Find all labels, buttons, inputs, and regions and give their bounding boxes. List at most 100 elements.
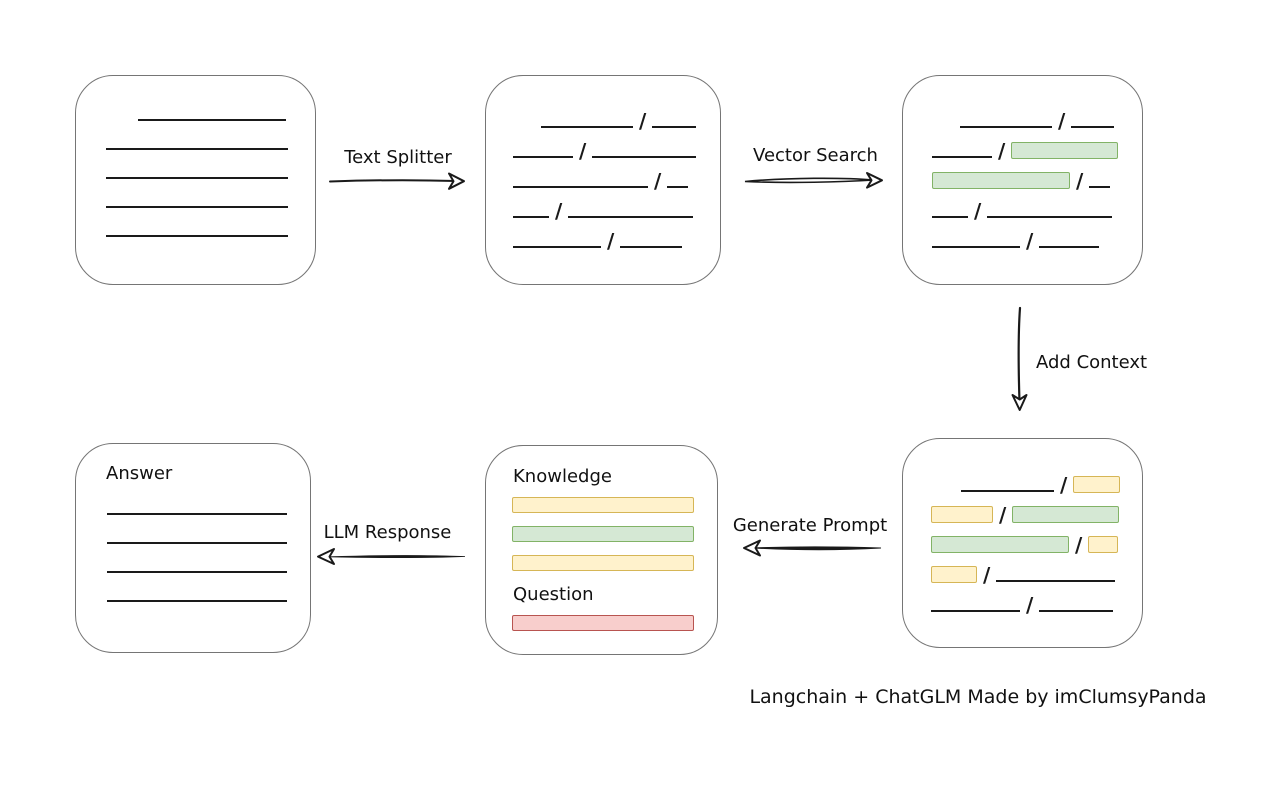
- yellow-chunk-highlight: [931, 566, 977, 583]
- chunk-row: /: [960, 99, 1142, 133]
- slash-mark: /: [998, 139, 1006, 163]
- generate-prompt-arrow-icon: [743, 539, 882, 557]
- text-line: [961, 490, 1054, 492]
- slash-mark: /: [1026, 593, 1034, 617]
- text-line: [620, 246, 683, 248]
- chunk-row: /: [932, 189, 1142, 223]
- matched-chunks-box: / / / / /: [902, 75, 1143, 285]
- yellow-chunk-highlight: [931, 506, 993, 523]
- llm-response-label: LLM Response: [323, 522, 452, 543]
- text-splitter-label: Text Splitter: [344, 147, 452, 168]
- chunk-row: /: [932, 129, 1142, 163]
- text-line: [513, 186, 648, 188]
- chunk-row: /: [932, 159, 1142, 193]
- add-context-arrow-icon: [1011, 306, 1028, 411]
- text-line: [1039, 246, 1100, 248]
- text-line: [106, 148, 288, 150]
- yellow-prompt-bar: [512, 497, 694, 513]
- yellow-chunk-highlight: [1088, 536, 1119, 553]
- generate-prompt-label: Generate Prompt: [732, 515, 888, 536]
- chunk-row: /: [513, 219, 720, 253]
- green-chunk-highlight: [1012, 506, 1120, 523]
- text-line: [107, 542, 287, 544]
- text-line: [1071, 126, 1115, 128]
- green-chunk-highlight: [931, 536, 1069, 553]
- credit-caption: Langchain + ChatGLM Made by imClumsyPand…: [749, 686, 1207, 708]
- answer-text-lines: [76, 484, 310, 602]
- yellow-prompt-bar: [512, 555, 694, 571]
- vector-search-label: Vector Search: [753, 145, 878, 166]
- slash-mark: /: [607, 229, 615, 253]
- text-line: [106, 206, 288, 208]
- slash-mark: /: [999, 503, 1007, 527]
- text-splitter-arrow-icon: [329, 172, 465, 190]
- slash-mark: /: [1076, 169, 1084, 193]
- text-line: [107, 600, 287, 602]
- yellow-chunk-highlight: [1073, 476, 1121, 493]
- green-prompt-bar: [512, 526, 694, 542]
- green-chunk-highlight: [932, 172, 1070, 189]
- text-line: [513, 156, 573, 158]
- text-line: [541, 126, 633, 128]
- slash-mark: /: [654, 169, 662, 193]
- text-line: [996, 580, 1116, 582]
- knowledge-bars: [512, 497, 717, 571]
- question-label: Question: [513, 584, 594, 605]
- split-chunk-rows: / / / / /: [486, 76, 720, 253]
- prompt-box: Knowledge Question: [485, 445, 718, 655]
- slash-mark: /: [555, 199, 563, 223]
- chunk-row: /: [931, 553, 1142, 587]
- slash-mark: /: [1026, 229, 1034, 253]
- slash-mark: /: [639, 109, 647, 133]
- text-line: [107, 571, 287, 573]
- add-context-label: Add Context: [1036, 352, 1148, 373]
- text-line: [1039, 610, 1114, 612]
- text-line: [987, 216, 1113, 218]
- text-line: [513, 246, 601, 248]
- text-line: [932, 246, 1020, 248]
- answer-box: Answer: [75, 443, 311, 653]
- text-line: [932, 156, 992, 158]
- chunk-row: /: [931, 523, 1142, 557]
- slash-mark: /: [1058, 109, 1066, 133]
- source-document-box: [75, 75, 316, 285]
- text-line: [568, 216, 694, 218]
- vector-search-arrow-icon: [744, 172, 883, 189]
- text-line: [513, 216, 549, 218]
- context-chunk-rows: / / / / /: [903, 439, 1142, 617]
- chunk-row: /: [513, 159, 720, 193]
- slash-mark: /: [974, 199, 982, 223]
- chunk-row: /: [931, 493, 1142, 527]
- text-line: [960, 126, 1052, 128]
- split-chunks-box: / / / / /: [485, 75, 721, 285]
- red-prompt-bar: [512, 615, 694, 631]
- chunk-row: /: [513, 129, 720, 163]
- text-line: [652, 126, 697, 128]
- chunk-row: /: [961, 463, 1142, 497]
- text-line: [107, 513, 287, 515]
- text-line: [592, 156, 697, 158]
- slash-mark: /: [1075, 533, 1083, 557]
- context-chunks-box: / / / / /: [902, 438, 1143, 648]
- text-line: [932, 216, 968, 218]
- text-line: [667, 186, 689, 188]
- text-line: [106, 177, 288, 179]
- green-chunk-highlight: [1011, 142, 1119, 159]
- slash-mark: /: [1060, 473, 1068, 497]
- chunk-row: /: [932, 219, 1142, 253]
- chunk-row: /: [931, 583, 1142, 617]
- text-line: [106, 235, 288, 237]
- answer-label: Answer: [106, 463, 173, 484]
- question-bars: [512, 615, 717, 631]
- matched-chunk-rows: / / / / /: [903, 76, 1142, 253]
- document-text-lines: [76, 76, 315, 237]
- text-line: [138, 119, 286, 121]
- knowledge-label: Knowledge: [513, 466, 612, 487]
- text-line: [1089, 186, 1111, 188]
- chunk-row: /: [541, 99, 720, 133]
- text-line: [931, 610, 1020, 612]
- slash-mark: /: [579, 139, 587, 163]
- slash-mark: /: [983, 563, 991, 587]
- llm-response-arrow-icon: [317, 548, 466, 565]
